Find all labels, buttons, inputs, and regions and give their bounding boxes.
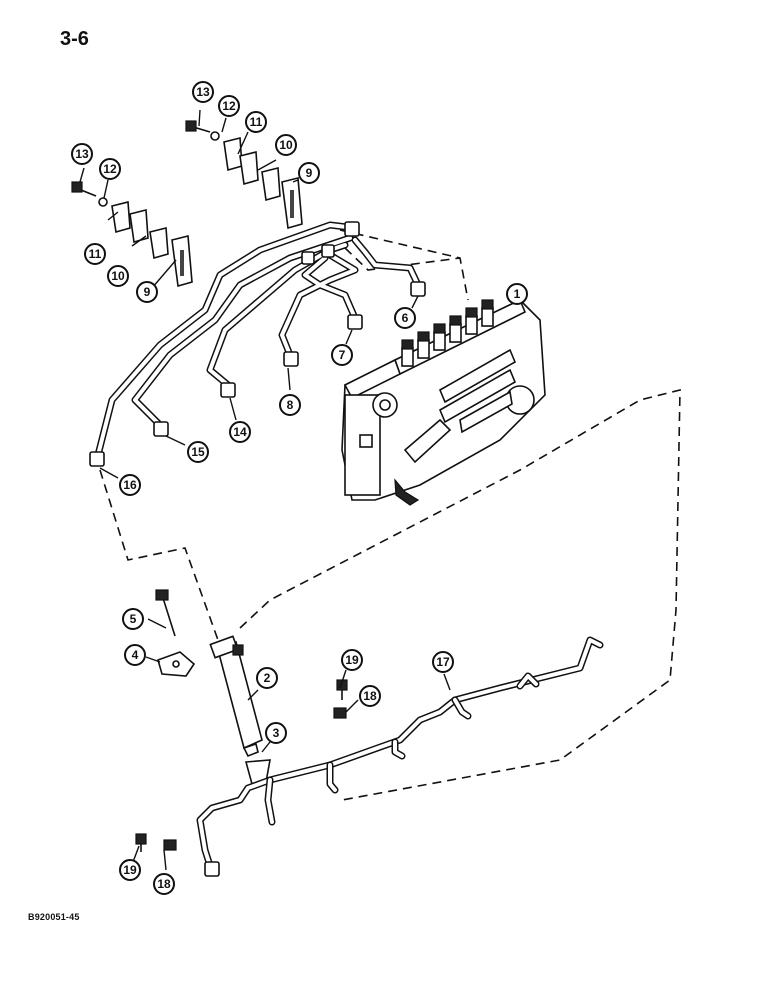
callout-13-upper: 13 — [192, 81, 214, 103]
svg-text:11: 11 — [250, 115, 263, 129]
callout-7: 7 — [331, 344, 353, 366]
clamp-group-left — [71, 181, 193, 288]
svg-text:3: 3 — [273, 726, 280, 740]
svg-text:5: 5 — [130, 612, 137, 626]
svg-text:6: 6 — [402, 311, 409, 325]
figure-code: B920051-45 — [28, 912, 80, 922]
callout-3: 3 — [265, 722, 287, 744]
callout-10-left: 10 — [107, 265, 129, 287]
svg-text:9: 9 — [306, 166, 313, 180]
svg-text:7: 7 — [339, 348, 346, 362]
line-nut-6 — [410, 281, 426, 297]
callout-4: 4 — [124, 644, 146, 666]
injector-assembly — [155, 589, 271, 785]
callout-14: 14 — [229, 421, 251, 443]
svg-text:19: 19 — [345, 653, 359, 667]
callout-2: 2 — [256, 667, 278, 689]
svg-text:9: 9 — [144, 285, 151, 299]
callout-15: 15 — [187, 441, 209, 463]
clamp-half-11-upper — [223, 136, 243, 172]
svg-text:13: 13 — [196, 85, 210, 99]
injector-2 — [217, 640, 263, 750]
injection-pump — [341, 298, 546, 506]
callout-11-upper: 11 — [245, 111, 267, 133]
callout-18-lower: 18 — [153, 873, 175, 895]
clamp-half-10b-left — [149, 226, 169, 260]
svg-text:8: 8 — [287, 398, 294, 412]
svg-text:14: 14 — [233, 425, 247, 439]
assembly-lines — [99, 229, 681, 801]
svg-text:10: 10 — [111, 269, 125, 283]
page-number: 3-6 — [60, 28, 89, 50]
callout-19-lower: 19 — [119, 859, 141, 881]
callout-13-left: 13 — [71, 143, 93, 165]
line-nut-14 — [220, 382, 236, 398]
svg-text:16: 16 — [123, 478, 137, 492]
svg-text:2: 2 — [264, 671, 271, 685]
clamp-half-10a-left — [129, 208, 149, 244]
return-line — [196, 636, 604, 877]
svg-text:1: 1 — [514, 287, 521, 301]
callout-12-upper: 12 — [218, 95, 240, 117]
callout-9-upper: 9 — [298, 162, 320, 184]
callout-1: 1 — [506, 283, 528, 305]
callout-12-left: 12 — [99, 158, 121, 180]
callout-5: 5 — [122, 608, 144, 630]
callout-6: 6 — [394, 307, 416, 329]
washer-12-upper — [210, 131, 220, 141]
svg-text:11: 11 — [89, 247, 102, 261]
svg-text:10: 10 — [279, 138, 293, 152]
bolt-head-13-left — [71, 181, 83, 193]
svg-text:17: 17 — [436, 655, 450, 669]
delivery-valves — [401, 299, 494, 367]
svg-text:13: 13 — [75, 147, 89, 161]
callout-11-left: 11 — [84, 243, 106, 265]
leader-lines — [79, 109, 518, 871]
bolt-5 — [162, 597, 176, 637]
svg-text:18: 18 — [363, 689, 377, 703]
line-nut-16 — [89, 451, 105, 467]
callout-9-left: 9 — [136, 281, 158, 303]
clamp-half-11-left — [111, 200, 131, 234]
svg-text:18: 18 — [157, 877, 171, 891]
line-nut-8 — [283, 351, 299, 367]
callout-16: 16 — [119, 474, 141, 496]
svg-text:15: 15 — [191, 445, 205, 459]
callout-8: 8 — [279, 394, 301, 416]
svg-text:12: 12 — [222, 99, 236, 113]
clamp-group-upper — [185, 120, 303, 230]
line-nut-7 — [347, 314, 363, 330]
callout-10-upper: 10 — [275, 134, 297, 156]
dash-line-16-to-injector — [99, 469, 219, 641]
svg-text:4: 4 — [132, 648, 139, 662]
washer-12-left — [98, 197, 108, 207]
svg-text:19: 19 — [123, 863, 137, 877]
callout-18-upper: 18 — [359, 685, 381, 707]
svg-text:12: 12 — [103, 162, 117, 176]
injection-lines — [89, 221, 426, 467]
dash-loop-return — [239, 388, 681, 801]
line-nut-15 — [153, 421, 169, 437]
callout-19-upper: 19 — [341, 649, 363, 671]
callout-17: 17 — [432, 651, 454, 673]
bolt-head-13-upper — [185, 120, 197, 132]
